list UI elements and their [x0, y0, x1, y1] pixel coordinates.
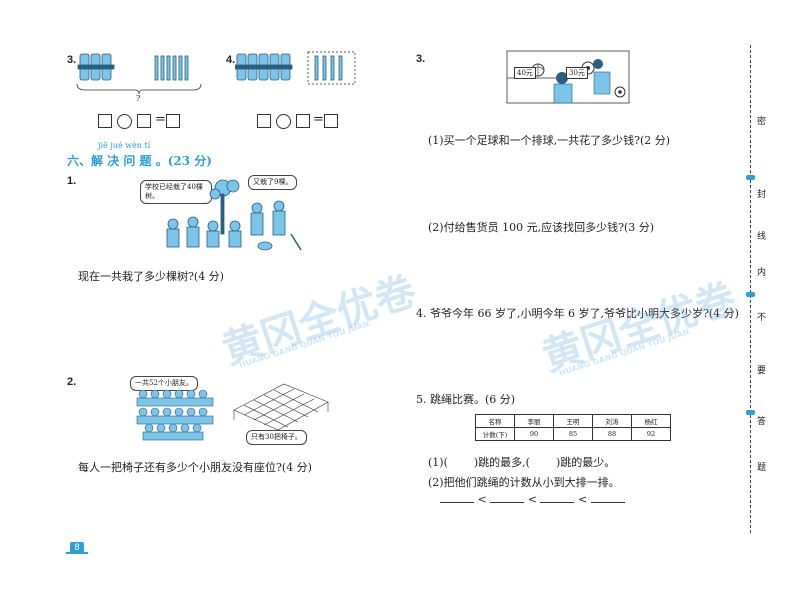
q5-part1-c: )跳的最少。 — [555, 456, 616, 469]
seal-char: 答 — [757, 417, 767, 427]
question-3-number: 3. — [67, 54, 77, 66]
table-header-cell: 王明 — [553, 414, 593, 428]
answer-blank[interactable] — [440, 494, 474, 503]
seal-char: 要 — [757, 366, 767, 376]
seal-char: 线 — [757, 232, 767, 242]
table-row: 计数(下) 90 85 88 92 — [475, 427, 671, 441]
table-header-cell: 刘涛 — [592, 414, 632, 428]
seal-line — [750, 45, 752, 533]
seal-char: 内 — [757, 268, 767, 278]
bundles-illustration-q3 — [76, 53, 202, 95]
operator-circle[interactable] — [276, 114, 291, 129]
q5-part1-b: )跳的最多,( — [473, 456, 530, 469]
seal-char: 封 — [757, 190, 767, 200]
less-than-sign: < — [577, 493, 588, 506]
seal-char: 不 — [757, 313, 767, 323]
table-header-cell: 李丽 — [514, 414, 554, 428]
question-4-text: 4. 爷爷今年 66 岁了,小明今年 6 岁了,爷爷比小明大多少岁?(4 分) — [416, 307, 739, 320]
table-cell: 88 — [592, 427, 632, 441]
answer-box[interactable] — [137, 114, 151, 128]
children-group-illustration — [136, 389, 214, 441]
table-header-row: 名称 李丽 王明 刘涛 杨红 — [475, 414, 671, 428]
bundles-illustration-q4 — [235, 51, 356, 85]
answer-box[interactable] — [98, 114, 112, 128]
answer-blank[interactable] — [490, 494, 525, 503]
equals-sign: = — [155, 112, 166, 127]
seal-char: 题 — [757, 463, 767, 473]
equals-sign: = — [313, 112, 324, 127]
speech-bubble-kids: 一共52个小朋友。 — [130, 376, 198, 391]
question-4-number: 4. — [226, 54, 236, 66]
question-mark: ? — [136, 94, 141, 103]
section-pinyin: jiě jué wèn tí — [98, 141, 151, 150]
problem-2-question: 每人一把椅子还有多少个小朋友没有座位?(4 分) — [78, 461, 312, 474]
problem-1-number: 1. — [67, 175, 77, 187]
table-row-label: 计数(下) — [475, 427, 515, 441]
section-title: 六、解 决 问 题 。(23 分) — [67, 154, 212, 168]
answer-box[interactable] — [324, 114, 338, 128]
speech-bubble-more: 又栽了9棵。 — [248, 175, 298, 190]
table-cell: 85 — [553, 427, 593, 441]
q3-part2: (2)付给售货员 100 元,应该找回多少钱?(3 分) — [428, 221, 655, 234]
q3-part1: (1)买一个足球和一个排球,一共花了多少钱?(2 分) — [428, 134, 671, 147]
page-number-underline — [66, 552, 88, 554]
football-price-tag: 30元 — [566, 67, 588, 79]
seal-marker — [746, 292, 755, 297]
table-header-cell: 名称 — [475, 414, 515, 428]
seal-char: 密 — [757, 117, 767, 127]
table-header-cell: 杨红 — [631, 414, 671, 428]
volleyball-price-tag: 40元 — [514, 67, 536, 79]
answer-blank[interactable] — [590, 494, 625, 503]
right-question-3-number: 3. — [416, 53, 426, 65]
answer-box[interactable] — [257, 114, 271, 128]
seal-marker — [746, 410, 755, 415]
watermark-text: 黄冈全优卷 — [537, 275, 742, 381]
ordering-blanks: < < < — [440, 493, 625, 506]
answer-box[interactable] — [166, 114, 180, 128]
problem-2-number: 2. — [67, 376, 77, 388]
score-table: 名称 李丽 王明 刘涛 杨红 计数(下) 90 85 88 92 — [475, 414, 671, 441]
problem-1-question: 现在一共栽了多少棵树?(4 分) — [78, 270, 224, 283]
table-cell: 92 — [631, 427, 671, 441]
speech-bubble-chairs: 只有30把椅子。 — [246, 430, 307, 445]
operator-circle[interactable] — [117, 114, 132, 129]
question-5-title: 5. 跳绳比赛。(6 分) — [416, 393, 516, 406]
seal-marker — [746, 175, 755, 180]
less-than-sign: < — [477, 493, 487, 506]
answer-blank[interactable] — [540, 494, 575, 503]
q5-part1-a: (1)( — [428, 456, 448, 469]
q5-part2: (2)把他们跳绳的计数从小到大排一排。 — [428, 476, 620, 489]
shop-illustration — [506, 50, 630, 104]
less-than-sign: < — [527, 493, 537, 506]
answer-box[interactable] — [296, 114, 310, 128]
table-cell: 90 — [514, 427, 554, 441]
q5-part1: (1)( )跳的最多,( )跳的最少。 — [428, 454, 615, 470]
speech-bubble-planted: 学校已经栽了40棵树。 — [140, 180, 212, 204]
tree-planting-illustration — [166, 179, 302, 251]
page-number: 8 — [70, 542, 84, 553]
